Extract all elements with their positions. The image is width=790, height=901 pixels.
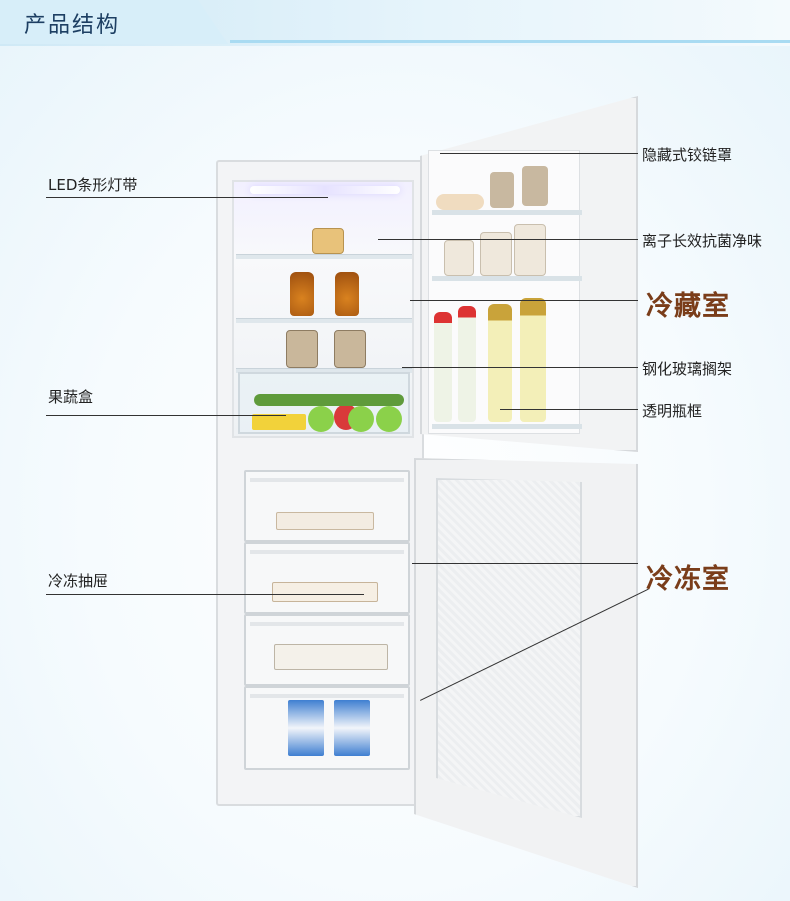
callout-line-ion — [378, 239, 638, 240]
label-freezer-drawer: 冷冻抽屉 — [48, 572, 109, 590]
label-antibacterial: 离子长效抗菌净味 — [642, 232, 763, 250]
drawer-lip — [250, 622, 404, 626]
wine-bottle — [458, 306, 476, 422]
yogurt-cup — [334, 700, 370, 756]
snack-jar — [334, 330, 366, 368]
glass-shelf — [236, 318, 412, 323]
door-shelf — [432, 210, 582, 215]
page-title: 产品结构 — [24, 13, 121, 38]
label-glass-shelf: 钢化玻璃搁架 — [642, 360, 733, 378]
freezer-drawer — [244, 686, 410, 770]
apple — [376, 406, 402, 432]
drawer-lip — [250, 550, 404, 554]
label-bottle-rack: 透明瓶框 — [642, 402, 703, 420]
label-hinge-cover: 隐藏式铰链罩 — [642, 146, 733, 164]
callout-line-fridge — [410, 300, 638, 301]
wine-bottle — [488, 304, 512, 422]
glass-shelf — [236, 254, 412, 259]
label-refrigerator: 冷藏室 — [646, 291, 730, 322]
milk-jar — [444, 240, 474, 276]
callout-line-bottle-rack — [500, 409, 638, 410]
title-tab — [0, 0, 228, 44]
liquor-bottle — [290, 272, 314, 316]
callout-line-freezer — [412, 563, 638, 564]
label-crisper: 果蔬盒 — [48, 388, 94, 406]
label-freezer: 冷冻室 — [646, 564, 730, 595]
spice-jar — [490, 172, 514, 208]
label-led-strip: LED条形灯带 — [48, 176, 138, 194]
drawer-lip — [250, 478, 404, 482]
header-line — [230, 40, 790, 43]
led-strip — [250, 186, 400, 194]
callout-line-hinge — [440, 153, 638, 154]
food-package — [276, 512, 374, 530]
glass-shelf — [236, 368, 412, 373]
callout-line-freezer-drawer — [46, 594, 364, 595]
milk-jar — [514, 224, 546, 276]
snack-jar — [286, 330, 318, 368]
spice-jar — [522, 166, 548, 206]
freezer-drawer — [244, 542, 410, 614]
food-package — [272, 582, 378, 602]
callout-line-glass-shelf — [402, 367, 638, 368]
door-shelf — [432, 276, 582, 281]
apple — [308, 406, 334, 432]
wine-bottle — [520, 298, 546, 422]
callout-line-crisper — [46, 415, 286, 416]
apple — [348, 406, 374, 432]
door-shelf — [432, 424, 582, 429]
leafy-greens — [254, 394, 404, 406]
food-package — [274, 644, 388, 670]
liquor-bottle — [335, 272, 359, 316]
freezer-door-panel — [436, 478, 582, 818]
callout-line-led — [46, 197, 328, 198]
freezer-drawer — [244, 470, 410, 542]
drawer-lip — [250, 694, 404, 698]
eggs — [436, 194, 484, 210]
food-jar — [312, 228, 344, 254]
yogurt-cup — [288, 700, 324, 756]
corn — [252, 414, 306, 430]
